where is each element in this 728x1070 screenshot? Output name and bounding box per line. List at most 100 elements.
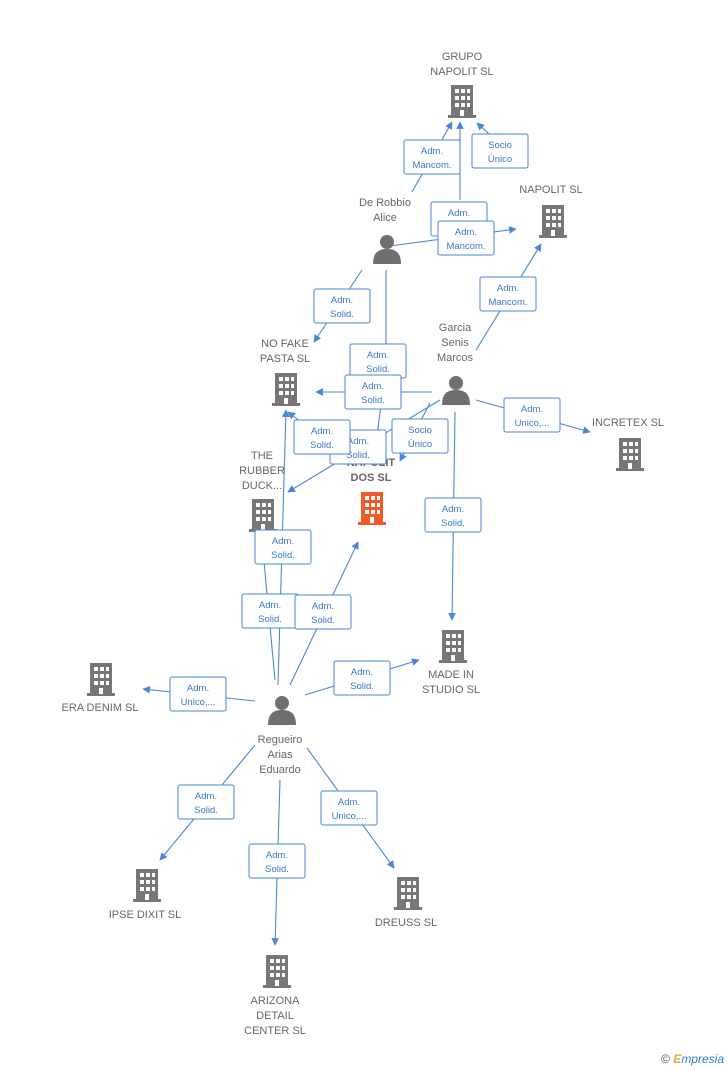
edge-label-box xyxy=(437,220,495,256)
edge-label-text: Adm. xyxy=(362,381,384,392)
edge-label[interactable]: Adm.Solid. xyxy=(313,288,371,324)
person-icon xyxy=(268,696,296,725)
node-label: STUDIO SL xyxy=(422,684,480,696)
node-label: NAPOLIT SL xyxy=(430,66,493,78)
edge-label-text: Solid. xyxy=(330,309,354,320)
building-icon xyxy=(539,205,567,238)
building-icon xyxy=(616,438,644,471)
edge-label-text: Unico,... xyxy=(332,811,367,822)
node-label: PASTA SL xyxy=(260,353,310,365)
node-label: Garcia xyxy=(439,322,472,334)
building-icon xyxy=(394,877,422,910)
node-label: DREUSS SL xyxy=(375,917,437,929)
company-node-napolit[interactable]: NAPOLIT SL xyxy=(519,184,583,238)
edge-label-box xyxy=(503,397,561,433)
node-label: ERA DENIM SL xyxy=(61,702,138,714)
edge-label-text: Único xyxy=(408,439,432,450)
edge-label-box xyxy=(254,529,312,565)
edge-label-box xyxy=(344,374,402,410)
edge-label-box xyxy=(471,133,529,169)
edge-label-text: Solid. xyxy=(271,550,295,561)
edge-label[interactable]: Adm.Solid. xyxy=(349,343,407,379)
edge-label[interactable]: Adm.Solid. xyxy=(424,497,482,533)
company-node-rubber[interactable]: THERUBBERDUCK... xyxy=(239,450,285,532)
edge-label-text: Adm. xyxy=(187,683,209,694)
edge-label[interactable]: Adm. Mancom. xyxy=(479,276,537,312)
edge-label[interactable]: Adm. Solid. xyxy=(241,593,299,629)
building-icon xyxy=(249,499,277,532)
node-label: Senis xyxy=(441,337,469,349)
edge-label[interactable]: Adm.Unico,... xyxy=(503,397,561,433)
edge-label[interactable]: Adm.Solid. xyxy=(294,594,352,630)
edge-label-text: Socio xyxy=(408,425,432,436)
company-node-era-denim[interactable]: ERA DENIM SL xyxy=(61,663,139,714)
edge-label-text: Solid. xyxy=(346,450,370,461)
company-node-ipse[interactable]: IPSE DIXIT SL xyxy=(109,869,182,921)
node-label: Eduardo xyxy=(259,764,301,776)
edge-label[interactable]: Adm. Solid. xyxy=(293,419,351,455)
edge-label-text: Adm. xyxy=(497,283,519,294)
brand-name: Empresia xyxy=(673,1052,724,1066)
node-label: THE xyxy=(251,450,273,462)
edge-label-box xyxy=(391,418,449,454)
edge-label-text: Adm. xyxy=(311,426,333,437)
edge-label[interactable]: Adm.Solid. xyxy=(248,843,306,879)
edge-label[interactable]: Adm.Solid. xyxy=(344,374,402,410)
edge-label-text: Unico,... xyxy=(181,697,216,708)
edge-label-text: Solid. xyxy=(441,518,465,529)
edge-label-text: Socio xyxy=(488,140,512,151)
edge-label-text: Adm. xyxy=(421,146,443,157)
edge-label[interactable]: Adm. Unico,... xyxy=(169,676,227,712)
node-label: RUBBER xyxy=(239,465,285,477)
edge-label-text: Mancom. xyxy=(412,160,451,171)
edge-label-text: Mancom. xyxy=(446,241,485,252)
company-node-dreuss[interactable]: DREUSS SL xyxy=(375,877,437,929)
node-label: De Robbio xyxy=(359,197,411,209)
footer-brand: © Empresia xyxy=(661,1052,724,1066)
edge-label[interactable]: Adm.Solid. xyxy=(177,784,235,820)
company-node-increte[interactable]: INCRETEX SL xyxy=(592,417,664,471)
edge-label[interactable]: Adm.Solid. xyxy=(254,529,312,565)
edge-label-text: Unico,... xyxy=(515,418,550,429)
node-label: IPSE DIXIT SL xyxy=(109,909,182,921)
node-label: CENTER SL xyxy=(244,1025,306,1037)
node-label: Regueiro xyxy=(258,734,303,746)
edge-label-text: Solid. xyxy=(350,681,374,692)
edge-label-box xyxy=(294,594,352,630)
company-node-napolit-dos[interactable]: NAPOLITDOS SL xyxy=(347,457,396,525)
edge-label-text: Solid. xyxy=(366,364,390,375)
edge-label-text: Adm. xyxy=(347,436,369,447)
node-label: Alice xyxy=(373,212,397,224)
edge-label-text: Adm. xyxy=(266,850,288,861)
edge-label[interactable]: Adm.Mancom. xyxy=(437,220,495,256)
edge-label-text: Solid. xyxy=(310,440,334,451)
building-icon xyxy=(448,85,476,118)
node-label: DOS SL xyxy=(351,472,392,484)
edge-label[interactable]: Adm. Mancom. xyxy=(403,139,461,175)
edge-label[interactable]: Adm.Unico,... xyxy=(320,790,378,826)
node-label: NAPOLIT SL xyxy=(519,184,582,196)
edge-label-text: Mancom. xyxy=(488,297,527,308)
node-label: Arias xyxy=(267,749,293,761)
edge-label[interactable]: Adm.Solid. xyxy=(333,660,391,696)
edge-label-text: Solid. xyxy=(258,614,282,625)
edge-label-box xyxy=(403,139,461,175)
building-icon xyxy=(358,492,386,525)
node-label: ARIZONA xyxy=(251,995,301,1007)
person-icon xyxy=(442,376,470,405)
edge-label-box xyxy=(424,497,482,533)
edge-label-text: Adm. xyxy=(259,600,281,611)
edge-label-text: Adm. xyxy=(312,601,334,612)
edge-label-text: Adm. xyxy=(195,791,217,802)
person-icon xyxy=(373,235,401,264)
